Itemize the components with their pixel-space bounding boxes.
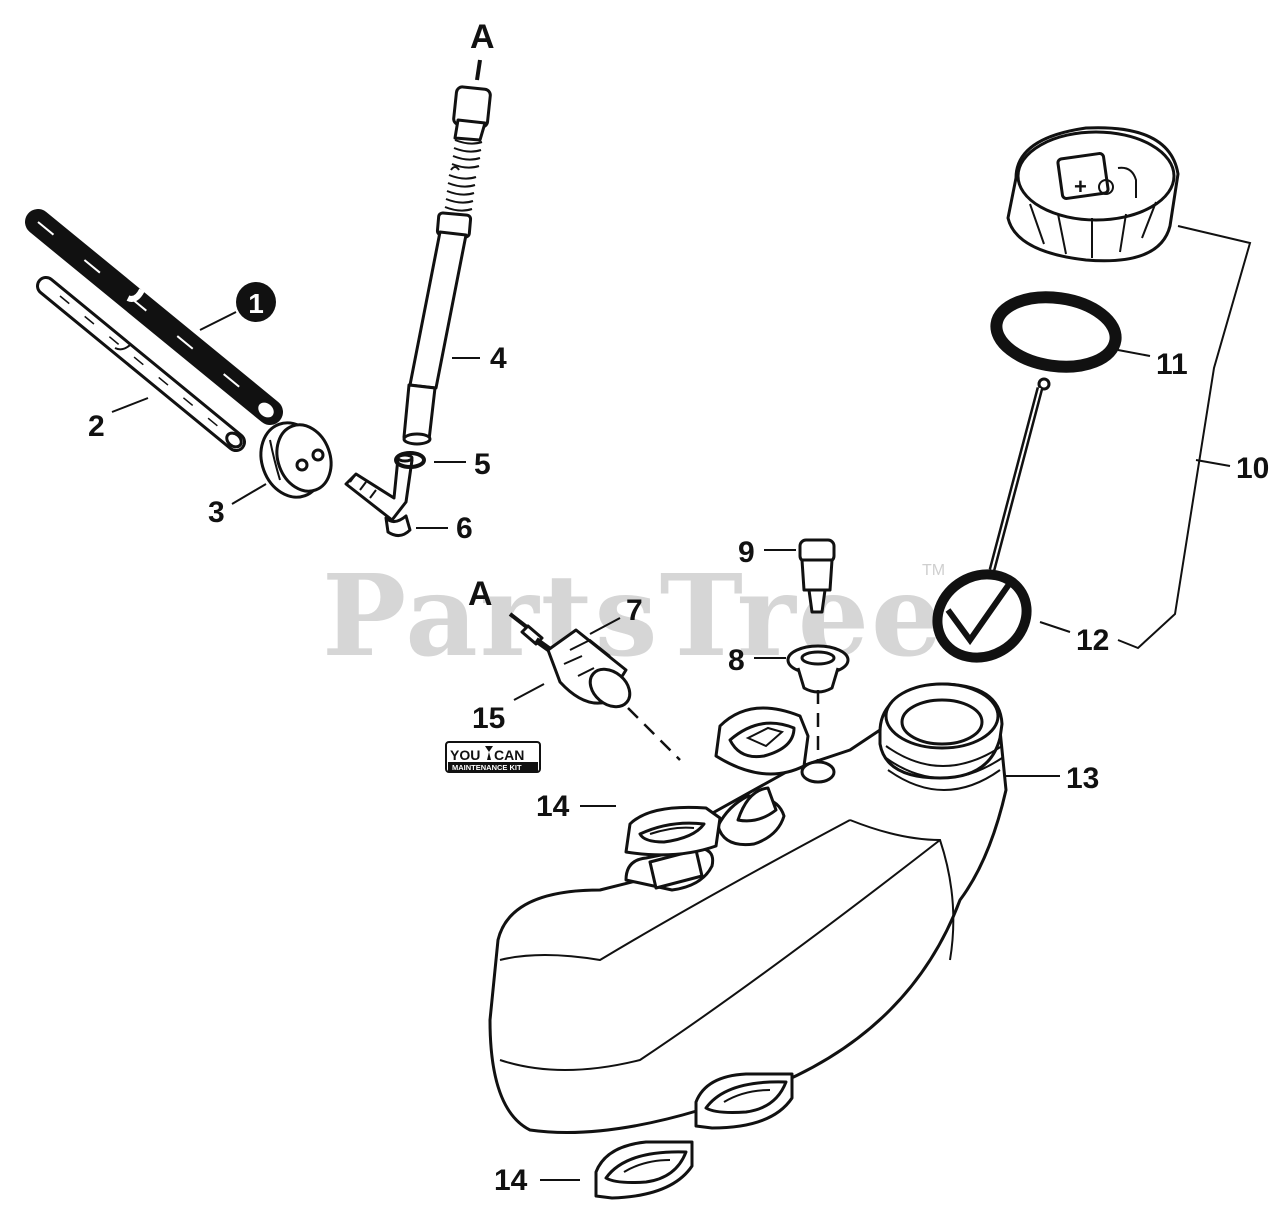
note-1-badge (236, 282, 276, 322)
valve-grommet (786, 644, 850, 694)
callout-5: 5 (474, 448, 491, 481)
fuel-return-line (402, 85, 492, 446)
rubber-foot-upper-right (714, 706, 810, 776)
callout-7-leader (589, 617, 621, 635)
filter-guide-line (627, 707, 681, 761)
callout-2: 2 (88, 410, 105, 443)
callout-12: 12 (1076, 624, 1109, 657)
callout-8: 8 (728, 644, 745, 677)
callout-7: 7 (626, 594, 643, 627)
fuel-hose-black (25, 209, 283, 425)
fuel-filter (520, 624, 632, 709)
o-ring (394, 451, 426, 469)
you-can-maintenance-kit-badge: YOU CAN MAINTENANCE KIT (445, 741, 541, 773)
callout-15-leader (513, 683, 545, 701)
rubber-foot-lower-left (594, 1140, 694, 1200)
reference-mark-a-filter-dash (508, 612, 530, 630)
reference-mark-a-top-dash (475, 59, 482, 81)
callout-13: 13 (1066, 762, 1099, 795)
reference-mark-a-top: A (470, 18, 495, 56)
fuel-cap-gasket (990, 291, 1122, 373)
callout-14-lower: 14 (494, 1164, 528, 1197)
note-1-leader (199, 311, 237, 331)
callout-3-leader (231, 483, 267, 505)
badge-can: CAN (494, 747, 524, 763)
rubber-foot-upper-left (624, 805, 722, 857)
callout-11-leader (1117, 349, 1151, 357)
rubber-foot-lower-right (694, 1072, 794, 1130)
callout-14-upper: 14 (536, 790, 570, 823)
callout-9: 9 (738, 536, 755, 569)
fuel-hose-clear (36, 276, 246, 452)
cap-assembly-bracket (1117, 225, 1252, 650)
callout-10: 10 (1236, 452, 1269, 485)
callout-11: 11 (1156, 348, 1188, 381)
callout-6: 6 (456, 512, 473, 545)
badge-maintenance-kit: MAINTENANCE KIT (452, 763, 522, 772)
callout-3: 3 (208, 496, 225, 529)
fuel-tank (488, 682, 1008, 1134)
callout-10-leader (1195, 459, 1231, 467)
callout-12-leader (1039, 621, 1071, 633)
reference-mark-a-filter: A (468, 575, 493, 613)
callout-4: 4 (490, 342, 507, 375)
note-1-number: 1 (248, 288, 264, 319)
callout-15: 15 (472, 702, 505, 735)
svg-text:+: + (1074, 174, 1087, 199)
fuel-cap-tether (932, 377, 1051, 663)
wrench-icon (485, 746, 493, 760)
check-valve (798, 538, 836, 614)
watermark-trademark: TM (922, 562, 945, 579)
callout-2-leader (111, 397, 149, 413)
fuel-cap: + (1006, 126, 1180, 263)
elbow-fitting (344, 453, 414, 537)
badge-you: YOU (450, 747, 480, 763)
grommet (259, 421, 333, 499)
